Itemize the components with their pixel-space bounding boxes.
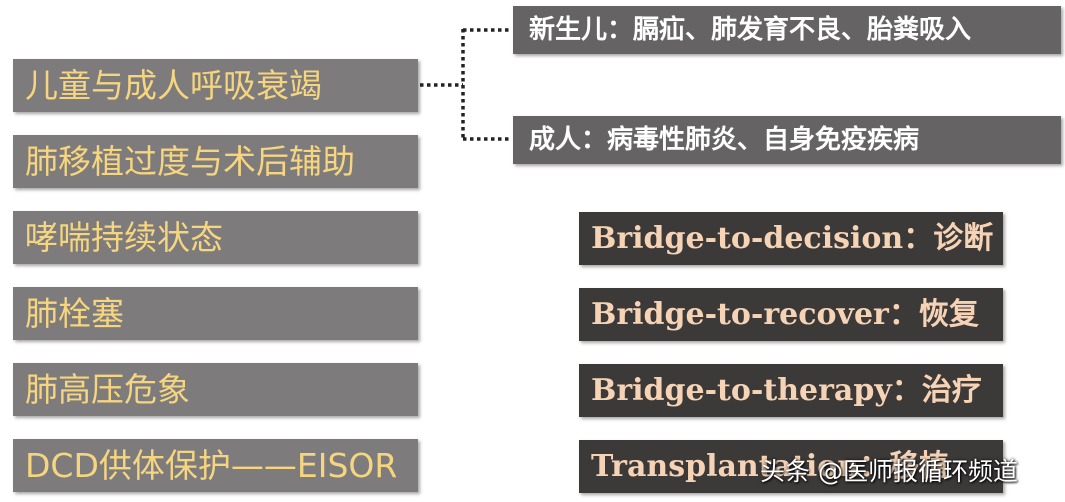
bridge-label: Bridge-to-decision：诊断	[591, 221, 994, 256]
bridge-box-decision: Bridge-to-decision：诊断	[579, 212, 1003, 265]
bridge-label: Transplantation：移植	[591, 449, 950, 484]
indication-label: DCD供体保护——EISOR	[25, 446, 398, 485]
indication-box-status-asthmaticus: 哮喘持续状态	[13, 211, 418, 264]
indication-box-dcd-donor: DCD供体保护——EISOR	[13, 439, 418, 492]
indication-label: 肺高压危象	[25, 370, 190, 409]
watermark-text: 头条 @医师报循环频道	[760, 457, 1018, 486]
indication-box-respiratory-failure: 儿童与成人呼吸衰竭	[13, 59, 418, 112]
branch-label: 成人：病毒性肺炎、自身免疫疾病	[529, 125, 920, 155]
indication-box-pulmonary-hypertension-crisis: 肺高压危象	[13, 363, 418, 416]
indication-label: 儿童与成人呼吸衰竭	[25, 66, 322, 105]
indication-box-pulmonary-embolism: 肺栓塞	[13, 287, 418, 340]
branch-box-adult: 成人：病毒性肺炎、自身免疫疾病	[513, 116, 1061, 164]
bridge-box-therapy: Bridge-to-therapy：治疗	[579, 364, 1003, 417]
indication-label: 肺移植过度与术后辅助	[25, 142, 355, 181]
bridge-label: Bridge-to-therapy：治疗	[591, 373, 982, 408]
branch-label: 新生儿：膈疝、肺发育不良、胎粪吸入	[529, 15, 972, 45]
indication-label: 肺栓塞	[25, 294, 124, 333]
indication-label: 哮喘持续状态	[25, 218, 223, 257]
bridge-box-recover: Bridge-to-recover：恢复	[579, 288, 1003, 341]
indication-box-lung-transplant: 肺移植过度与术后辅助	[13, 135, 418, 188]
bridge-label: Bridge-to-recover：恢复	[591, 297, 979, 332]
bridge-box-transplantation: Transplantation：移植	[579, 440, 1003, 493]
branch-box-neonate: 新生儿：膈疝、肺发育不良、胎粪吸入	[513, 6, 1061, 54]
